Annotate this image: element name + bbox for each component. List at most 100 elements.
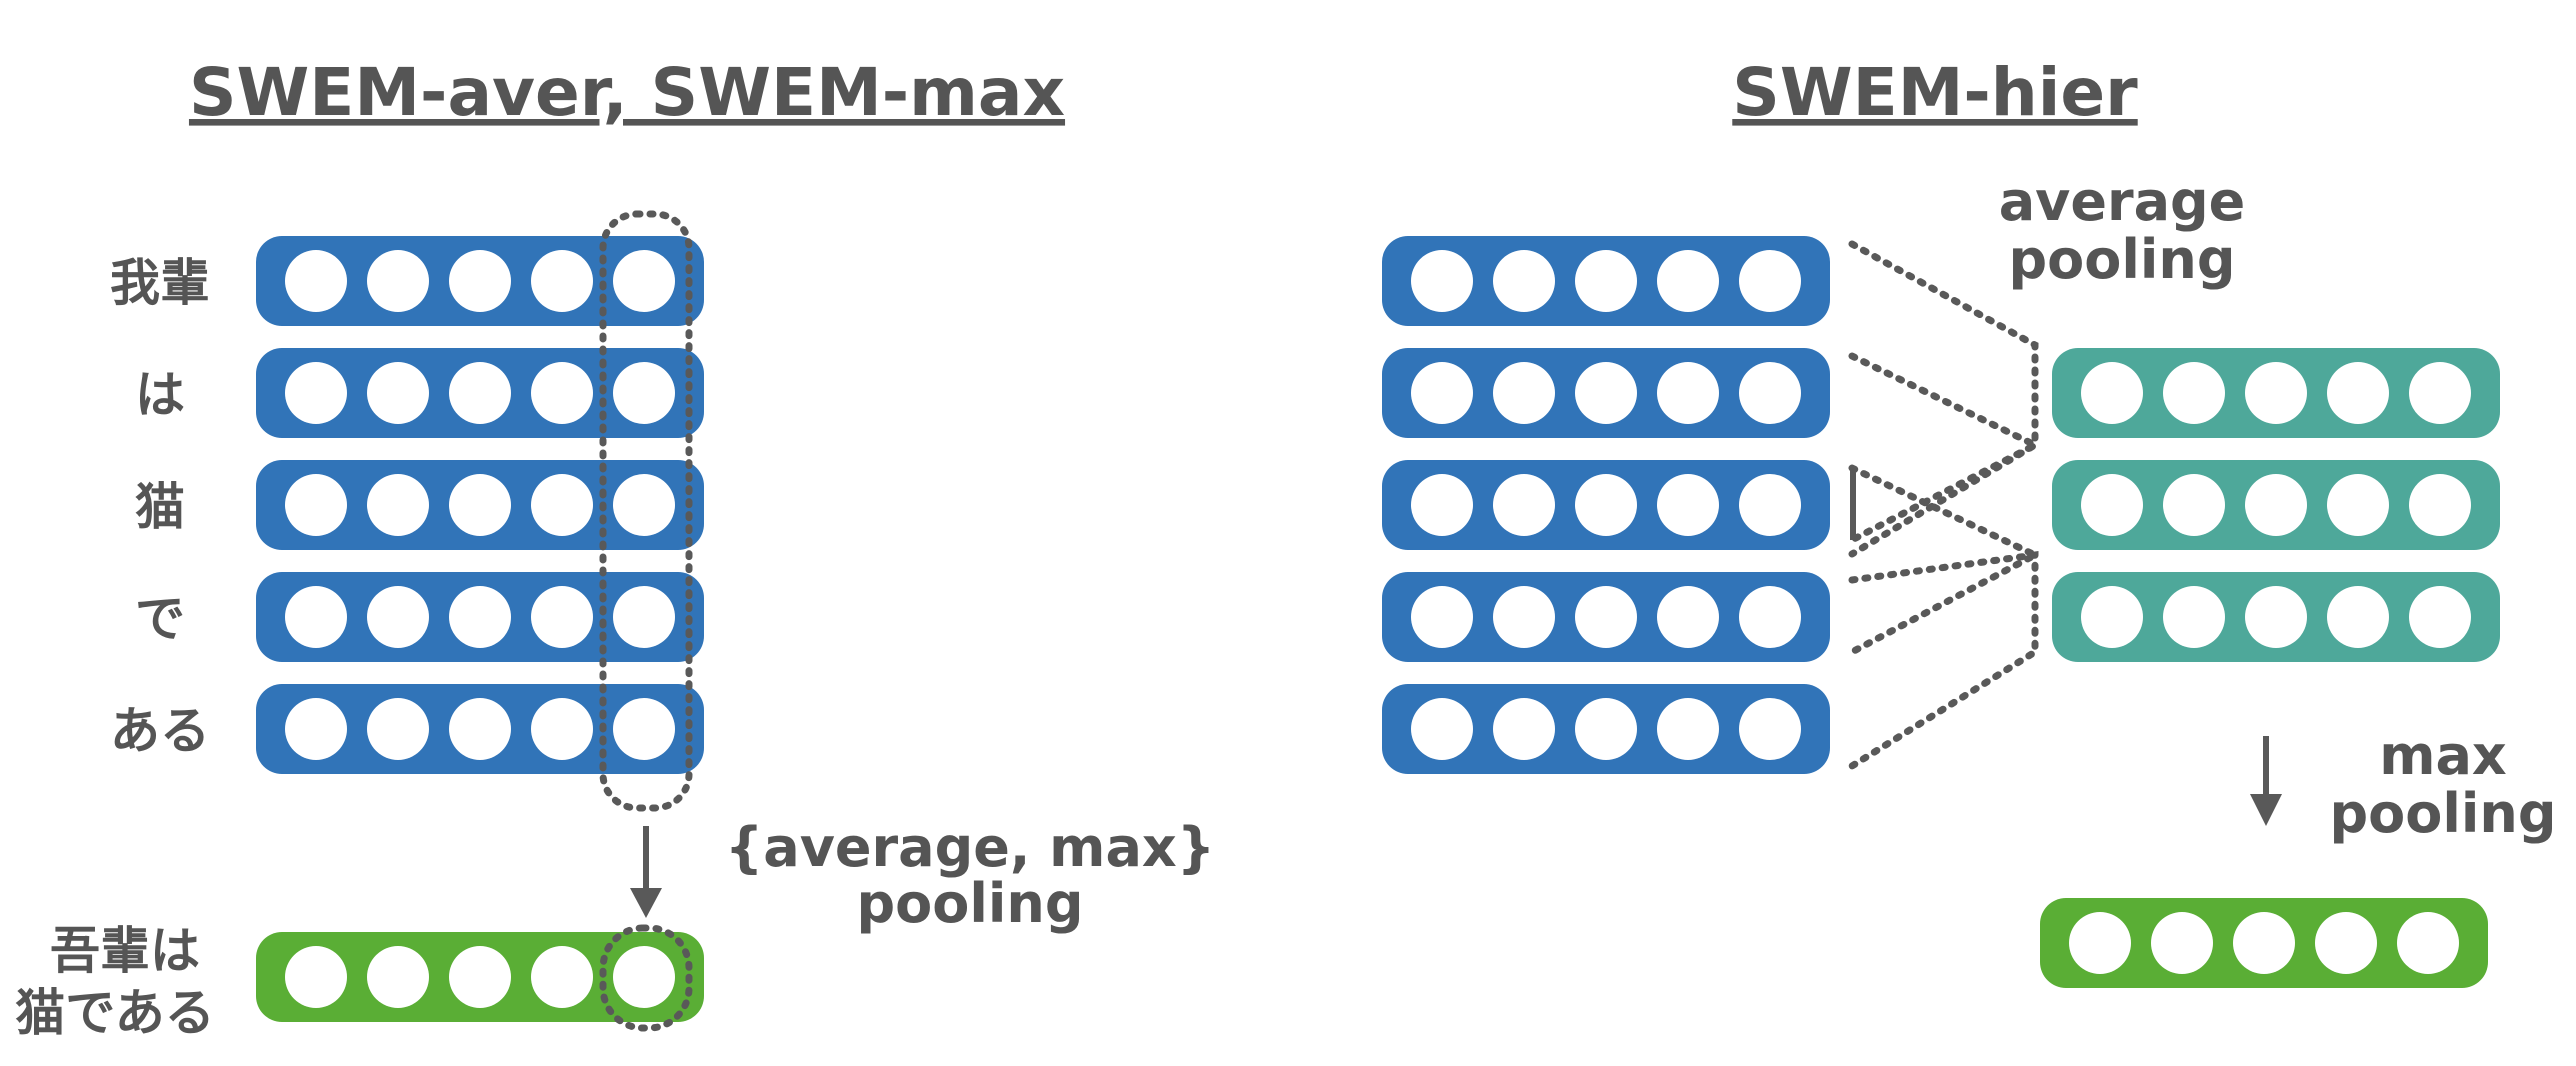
left-word-vector-5-unit-1 (285, 698, 347, 760)
window-1-connector (1848, 240, 2039, 558)
window-average-vector-3-unit-2 (2163, 586, 2225, 648)
right-word-vector-1-unit-1 (1411, 250, 1473, 312)
right-word-vectors (1382, 236, 1830, 774)
left-word-vector-1-unit-4 (531, 250, 593, 312)
right-word-vector-4 (1382, 572, 1830, 662)
right-arrow-head (2250, 794, 2282, 826)
left-sentence-vector-unit-3 (449, 946, 511, 1008)
right-word-vector-1 (1382, 236, 1830, 326)
window-connectors (1848, 240, 2043, 770)
right-word-vector-5-unit-1 (1411, 698, 1473, 760)
left-arrow-head (630, 888, 662, 918)
left-word-vector-4-unit-5 (613, 586, 675, 648)
average-pooling-label-1: average (1999, 170, 2246, 233)
word-label-3: 猫 (135, 478, 185, 536)
right-word-vector-3-unit-1 (1411, 474, 1473, 536)
max-pooling-label-2: pooling (2330, 782, 2557, 845)
right-word-vector-2-unit-4 (1657, 362, 1719, 424)
left-pooling-label-2: pooling (857, 872, 1084, 935)
window-average-vector-2-unit-3 (2245, 474, 2307, 536)
average-pooling-label-2: pooling (2009, 228, 2236, 291)
hier-sentence-vector-unit-5 (2397, 912, 2459, 974)
max-pooling-label-1: max (2379, 724, 2507, 787)
left-word-vector-5 (256, 684, 704, 774)
window-3-connector (1848, 464, 2043, 656)
left-word-vector-4-unit-4 (531, 586, 593, 648)
left-word-vector-2-unit-3 (449, 362, 511, 424)
window-average-vector-3-unit-5 (2409, 586, 2471, 648)
window-average-vector-1-unit-4 (2327, 362, 2389, 424)
left-word-vector-1-unit-3 (449, 250, 511, 312)
right-word-vector-1-unit-2 (1493, 250, 1555, 312)
left-word-vector-3-unit-4 (531, 474, 593, 536)
right-word-vector-5-unit-5 (1739, 698, 1801, 760)
left-word-vector-3 (256, 460, 704, 550)
output-dimension-highlight (599, 924, 693, 1032)
window-average-vector-2-unit-2 (2163, 474, 2225, 536)
window-average-vector-1-unit-5 (2409, 362, 2471, 424)
left-word-vector-1-unit-1 (285, 250, 347, 312)
right-word-vector-4-unit-1 (1411, 586, 1473, 648)
left-word-vector-4-unit-3 (449, 586, 511, 648)
right-word-vector-5-unit-3 (1575, 698, 1637, 760)
right-word-vector-1-unit-3 (1575, 250, 1637, 312)
right-word-vector-4-unit-2 (1493, 586, 1555, 648)
left-output-vector (256, 932, 704, 1022)
left-word-vector-1-unit-5 (613, 250, 675, 312)
left-pooling-label-1: {average, max} (725, 816, 1215, 879)
window-2-connector (1848, 352, 2043, 544)
word-label-5: ある (110, 702, 210, 760)
left-sentence-vector-unit-2 (367, 946, 429, 1008)
word-label-1: 我輩 (110, 254, 210, 312)
left-word-vectors (256, 236, 704, 774)
right-word-vector-2 (1382, 348, 1830, 438)
left-word-vector-5-unit-2 (367, 698, 429, 760)
window-average-vector-2 (2052, 460, 2500, 550)
right-word-vector-5 (1382, 684, 1830, 774)
pooled-dimension-highlight (599, 210, 693, 812)
window-average-vector-2-unit-4 (2327, 474, 2389, 536)
hier-sentence-vector-unit-4 (2315, 912, 2377, 974)
left-sentence-vector-unit-1 (285, 946, 347, 1008)
left-word-vector-2-unit-1 (285, 362, 347, 424)
window-average-vector-1 (2052, 348, 2500, 438)
left-sentence-vector (256, 932, 704, 1022)
window-average-vector-1-unit-2 (2163, 362, 2225, 424)
word-label-2: は (135, 366, 185, 424)
left-word-vector-2-unit-4 (531, 362, 593, 424)
right-panel-title: SWEM-hier (1732, 54, 2138, 131)
left-word-vector-5-unit-5 (613, 698, 675, 760)
left-sentence-vector-unit-5 (613, 946, 675, 1008)
left-word-vector-4 (256, 572, 704, 662)
window-4-connector (1848, 550, 2039, 770)
left-word-vector-3-unit-2 (367, 474, 429, 536)
left-word-vector-4-unit-1 (285, 586, 347, 648)
window-average-vectors (2052, 348, 2500, 662)
right-word-vector-2-unit-2 (1493, 362, 1555, 424)
right-word-vector-4-unit-4 (1657, 586, 1719, 648)
window-average-vector-1-unit-1 (2081, 362, 2143, 424)
left-word-vector-5-unit-4 (531, 698, 593, 760)
left-word-vector-2 (256, 348, 704, 438)
right-word-vector-3-unit-3 (1575, 474, 1637, 536)
sentence-label-2: 猫である (15, 984, 215, 1042)
right-word-vector-2-unit-5 (1739, 362, 1801, 424)
right-word-vector-1-unit-5 (1739, 250, 1801, 312)
right-word-vector-5-unit-2 (1493, 698, 1555, 760)
left-word-vector-4-unit-2 (367, 586, 429, 648)
sentence-label-1: 吾輩は (50, 922, 200, 980)
right-output-vector (2040, 898, 2488, 988)
left-word-vector-5-unit-3 (449, 698, 511, 760)
left-word-vector-3-unit-1 (285, 474, 347, 536)
left-sentence-vector-unit-4 (531, 946, 593, 1008)
window-average-vector-1-unit-3 (2245, 362, 2307, 424)
window-average-vector-3-unit-3 (2245, 586, 2307, 648)
right-word-vector-3 (1382, 460, 1830, 550)
left-word-vector-2-unit-5 (613, 362, 675, 424)
hier-sentence-vector-unit-2 (2151, 912, 2213, 974)
window-average-vector-2-unit-1 (2081, 474, 2143, 536)
left-word-vector-1 (256, 236, 704, 326)
window-average-vector-3-unit-1 (2081, 586, 2143, 648)
right-word-vector-2-unit-3 (1575, 362, 1637, 424)
